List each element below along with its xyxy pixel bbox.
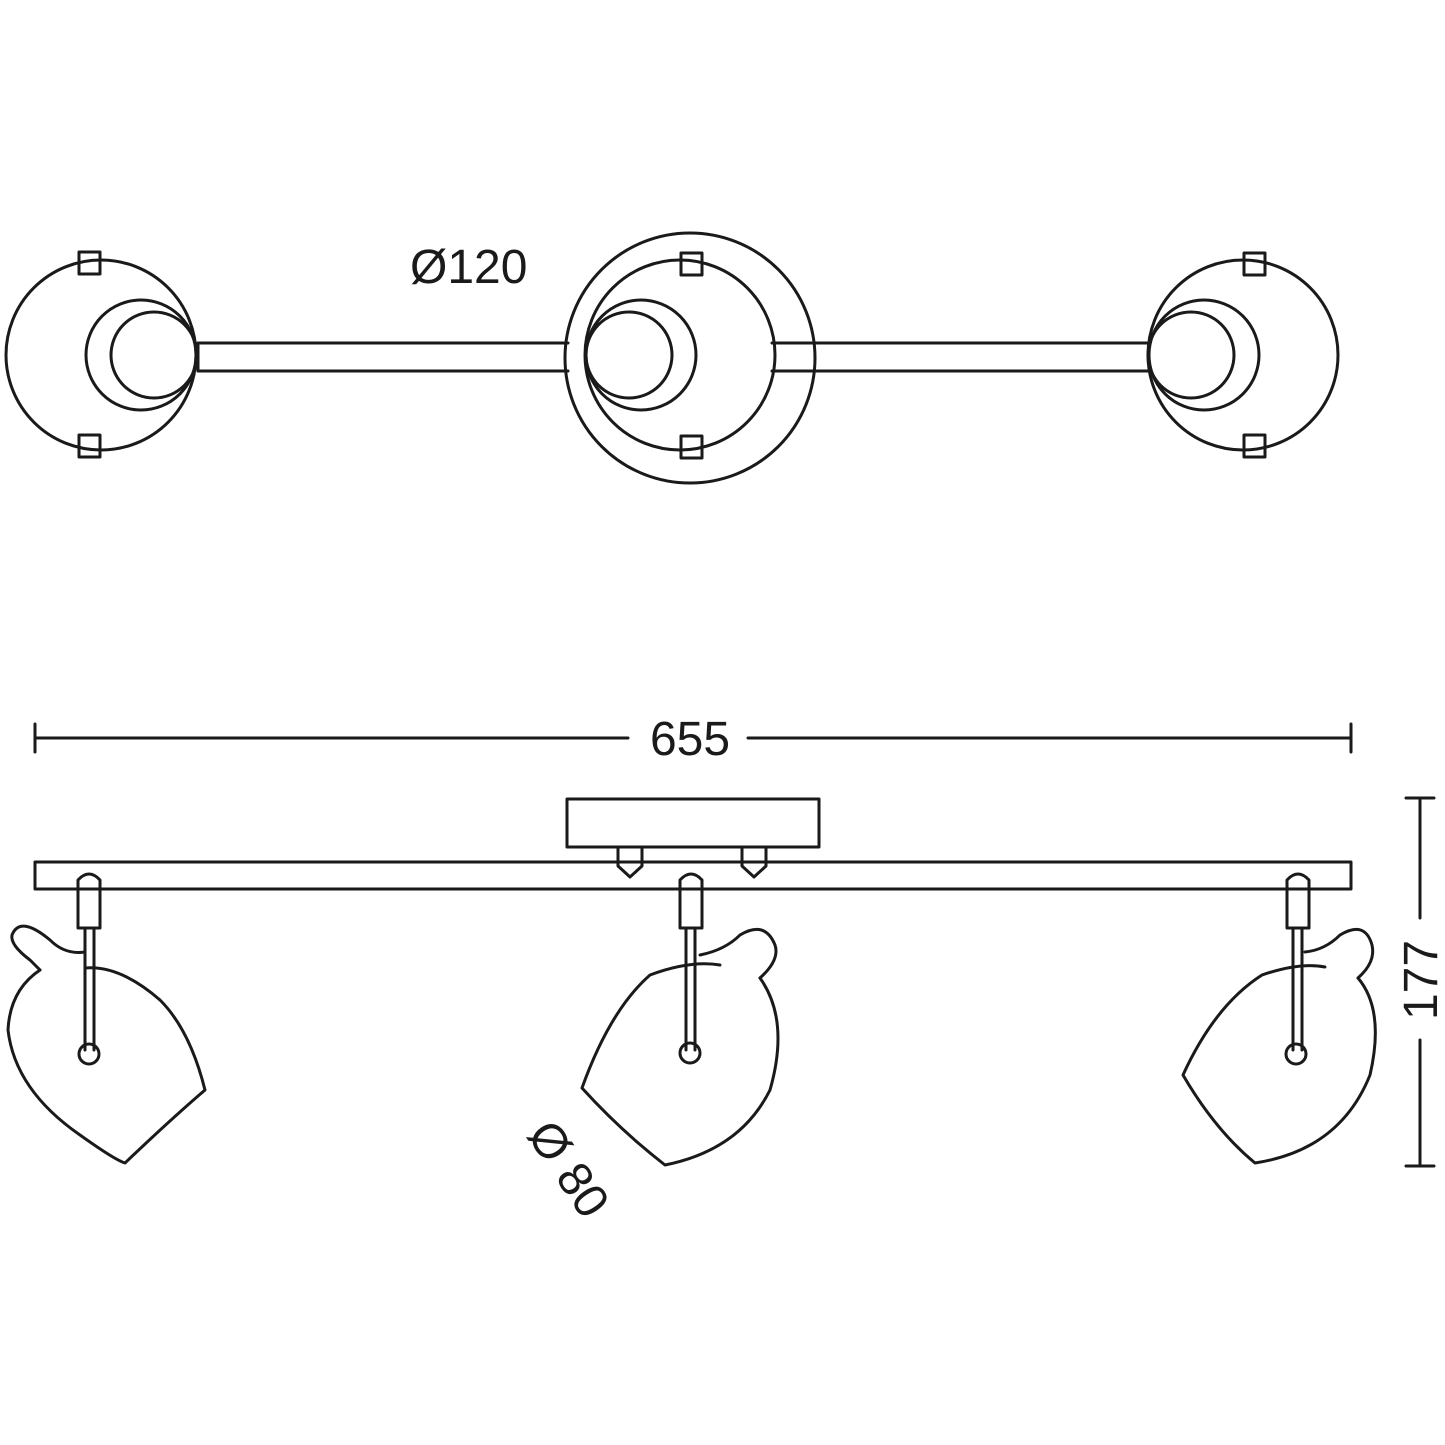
side-view-spot-right	[1181, 872, 1377, 1165]
top-view-ceiling-plate	[563, 231, 817, 485]
height-dimension-label: 177	[1395, 940, 1445, 1020]
side-view-canopy	[565, 797, 821, 849]
side-view-spot-left	[6, 872, 207, 1165]
top-view-bar	[196, 341, 1152, 373]
side-view-canopy-screws	[616, 845, 768, 879]
plate-diameter-label: Ø120	[410, 241, 527, 294]
length-dimension-label: 655	[650, 713, 730, 766]
side-view: 655 177	[6, 713, 1445, 1228]
head-diameter-label: Ø 80	[517, 1112, 619, 1228]
top-view-spot-left	[4, 250, 199, 459]
top-view: Ø120	[4, 231, 1340, 485]
side-view-bar	[33, 860, 1353, 891]
top-view-spot-right	[1146, 251, 1340, 459]
length-dimension-line	[33, 722, 1353, 754]
side-view-spot-center	[580, 872, 780, 1167]
top-view-spot-center	[583, 251, 777, 460]
height-dimension-line	[1404, 796, 1436, 1168]
